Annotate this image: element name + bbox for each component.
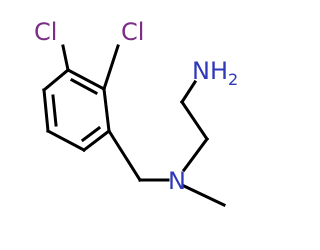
bond-to-chlorine-2 [102,44,120,91]
bond-nitrogen-to-ethyl [181,136,210,173]
ring-double-bond [69,77,99,96]
amine-label: NH2 [192,57,238,89]
nitrogen-label: N [168,167,186,195]
ring-bond [81,128,112,153]
ring-bond [65,67,107,92]
ring-bond [41,67,71,93]
chlorine-label: Cl [34,18,57,46]
bond-ethyl-chain [179,99,210,142]
bond-to-chlorine-1 [61,44,70,72]
amine-main-text: NH [192,57,228,85]
benzene-ring [41,67,112,153]
ring-double-bond [80,125,102,143]
bond-nitrogen-to-methyl [182,184,226,207]
bond-chain-to-amine [179,79,198,105]
ring-bond [45,128,87,153]
ring-bond [42,88,50,133]
structure-diagram: Cl Cl N NH2 [34,18,238,207]
amine-subscript: 2 [228,70,238,89]
ring-double-bond [51,94,58,127]
chlorine-label: Cl [121,18,144,46]
bond-ring-to-methylene [106,128,143,183]
ring-bond [102,87,111,133]
